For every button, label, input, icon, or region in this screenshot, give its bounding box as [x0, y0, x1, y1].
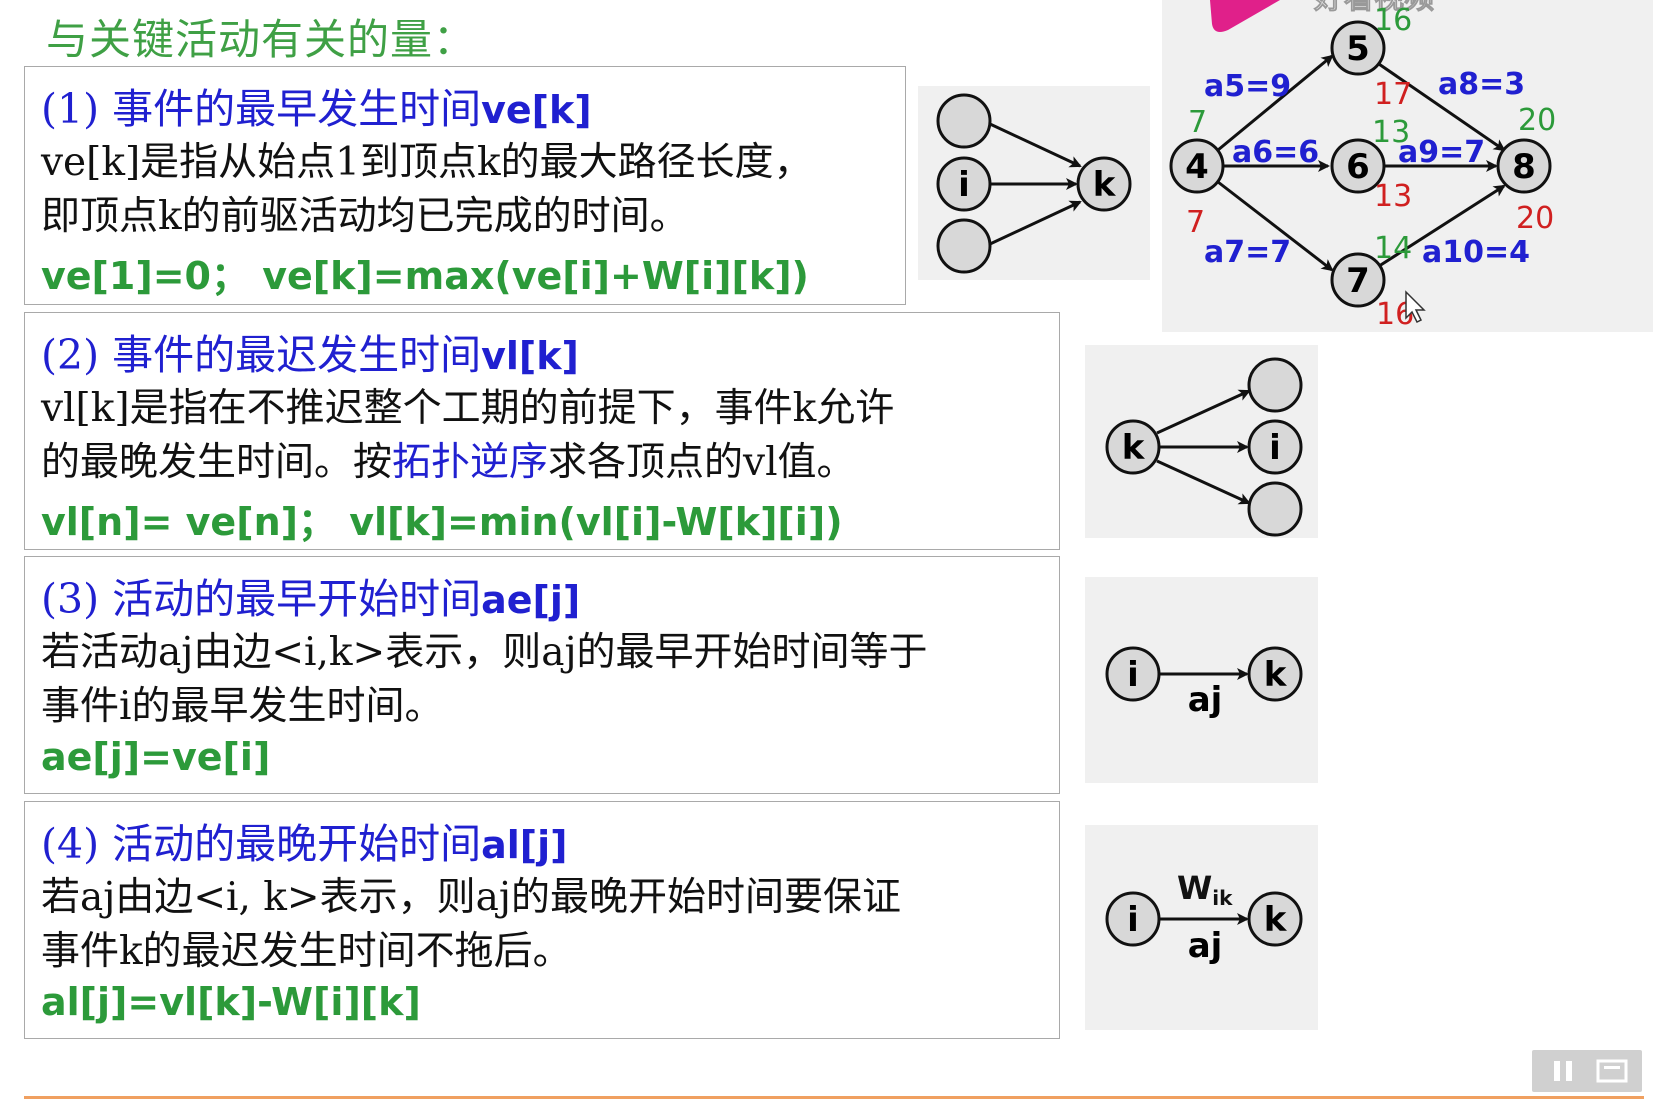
section-4-box: (4) 活动的最晚开始时间al[j] 若aj由边<i, k>表示，则aj的最晚开…	[24, 801, 1060, 1039]
node-k-label: k	[1093, 165, 1117, 205]
graph-node-4	[1169, 138, 1225, 194]
edge-a10: a10=4	[1422, 235, 1530, 270]
node-k-label: k	[1264, 655, 1288, 695]
video-controls[interactable]	[1532, 1050, 1642, 1092]
node-k	[1247, 646, 1303, 702]
section-4-line-1: 若aj由边<i, k>表示，则aj的最晚开始时间要保证	[41, 875, 901, 920]
section-4-formula: al[j]=vl[k]-W[i][k]	[41, 980, 421, 1024]
edge-a8: a8=3	[1438, 67, 1525, 102]
section-2-heading: (2) 事件的最迟发生时间vl[k]	[41, 331, 579, 379]
reverse-topo-highlight: 拓扑逆序	[392, 440, 549, 485]
section-1-heading: (1) 事件的最早发生时间ve[k]	[41, 85, 592, 133]
node-k-label: k	[1122, 428, 1146, 468]
section-2-formula: vl[n]= ve[n]； vl[k]=min(vl[i]-W[k][i])	[41, 500, 843, 544]
node-i-label: i	[1269, 428, 1281, 468]
node-k-label: k	[1264, 900, 1288, 940]
node-i-label: i	[958, 165, 970, 205]
section-3-box: (3) 活动的最早开始时间ae[j] 若活动aj由边<i,k>表示，则aj的最早…	[24, 556, 1060, 794]
aoe-graph-panel: 好看视频 4 5 6 7 8 a5=9 a6=6 a7=7 a8=3 a9=7 …	[1162, 0, 1653, 332]
section-3-formula: ae[j]=ve[i]	[41, 735, 271, 779]
edge-aj-label: aj	[1188, 926, 1223, 966]
diagram-predecessors: i k	[918, 86, 1150, 280]
graph-node-7-label: 7	[1346, 261, 1370, 301]
succ-node-bottom	[1247, 481, 1303, 537]
graph-node-6-label: 6	[1346, 147, 1370, 187]
edge-a9: a9=7	[1398, 135, 1485, 170]
vl-node-8: 20	[1516, 201, 1554, 236]
pred-node-bottom	[936, 218, 992, 274]
vl-node-6: 13	[1374, 179, 1412, 214]
edge-a6: a6=6	[1232, 135, 1319, 170]
section-3-heading: (3) 活动的最早开始时间ae[j]	[41, 575, 581, 623]
graph-node-5-label: 5	[1346, 29, 1370, 69]
node-k	[1247, 891, 1303, 947]
graph-node-7	[1330, 252, 1386, 308]
pause-icon[interactable]	[1554, 1061, 1572, 1081]
diagram-activity-early: i k aj	[1085, 577, 1318, 783]
edge-a5: a5=9	[1204, 69, 1291, 104]
diagram-activity-late: i k Wik aj	[1085, 825, 1318, 1030]
ve-node-8: 20	[1518, 103, 1556, 138]
succ-node-i	[1247, 419, 1303, 475]
ve-node-6: 13	[1372, 115, 1410, 150]
section-4-line-2: 事件k的最迟发生时间不拖后。	[41, 929, 572, 974]
section-1-line-2: 即顶点k的前驱活动均已完成的时间。	[41, 194, 689, 239]
section-3-line-2: 事件i的最早发生时间。	[41, 684, 444, 729]
slide-title: 与关键活动有关的量：	[46, 15, 477, 64]
pred-node-i	[936, 156, 992, 212]
graph-node-5	[1330, 20, 1386, 76]
fullscreen-icon[interactable]	[1596, 1059, 1628, 1083]
ve-node-5: 16	[1374, 3, 1412, 38]
node-i-label: i	[1127, 900, 1139, 940]
ve-node-7: 14	[1374, 231, 1412, 266]
section-3-line-1: 若活动aj由边<i,k>表示，则aj的最早开始时间等于	[41, 630, 928, 675]
graph-node-6	[1330, 138, 1386, 194]
mouse-cursor-icon	[1405, 290, 1426, 324]
vl-node-4: 7	[1186, 205, 1205, 240]
section-4-heading: (4) 活动的最晚开始时间al[j]	[41, 820, 568, 868]
section-2-line-1: vl[k]是指在不推迟整个工期的前提下，事件k允许	[41, 386, 895, 431]
section-2-line-2: 的最晚发生时间。按拓扑逆序求各顶点的vl值。	[41, 440, 856, 485]
succ-node-top	[1247, 357, 1303, 413]
pred-node-top	[936, 93, 992, 149]
node-k	[1105, 419, 1161, 475]
node-i-label: i	[1127, 655, 1139, 695]
progress-underline	[24, 1096, 1644, 1099]
section-1-line-1: ve[k]是指从始点1到顶点k的最大路径长度，	[41, 140, 813, 185]
node-k	[1076, 156, 1132, 212]
watermark-text: 好看视频	[1313, 0, 1434, 16]
weight-w-label: Wik	[1177, 869, 1233, 910]
node-i	[1105, 646, 1161, 702]
node-i	[1105, 891, 1161, 947]
ve-node-4: 7	[1188, 105, 1207, 140]
section-2-box: (2) 事件的最迟发生时间vl[k] vl[k]是指在不推迟整个工期的前提下，事…	[24, 312, 1060, 550]
edge-a7: a7=7	[1204, 235, 1291, 270]
diagram-successors: k i	[1085, 345, 1318, 538]
edge-aj-label: aj	[1188, 680, 1223, 720]
graph-node-8-label: 8	[1512, 147, 1536, 187]
section-1-box: (1) 事件的最早发生时间ve[k] ve[k]是指从始点1到顶点k的最大路径长…	[24, 66, 906, 305]
section-1-formula: ve[1]=0； ve[k]=max(ve[i]+W[i][k])	[41, 254, 809, 298]
vl-node-5: 17	[1374, 77, 1412, 112]
graph-node-8	[1496, 138, 1552, 194]
graph-node-4-label: 4	[1185, 147, 1209, 187]
watermark-logo	[1210, 0, 1280, 32]
